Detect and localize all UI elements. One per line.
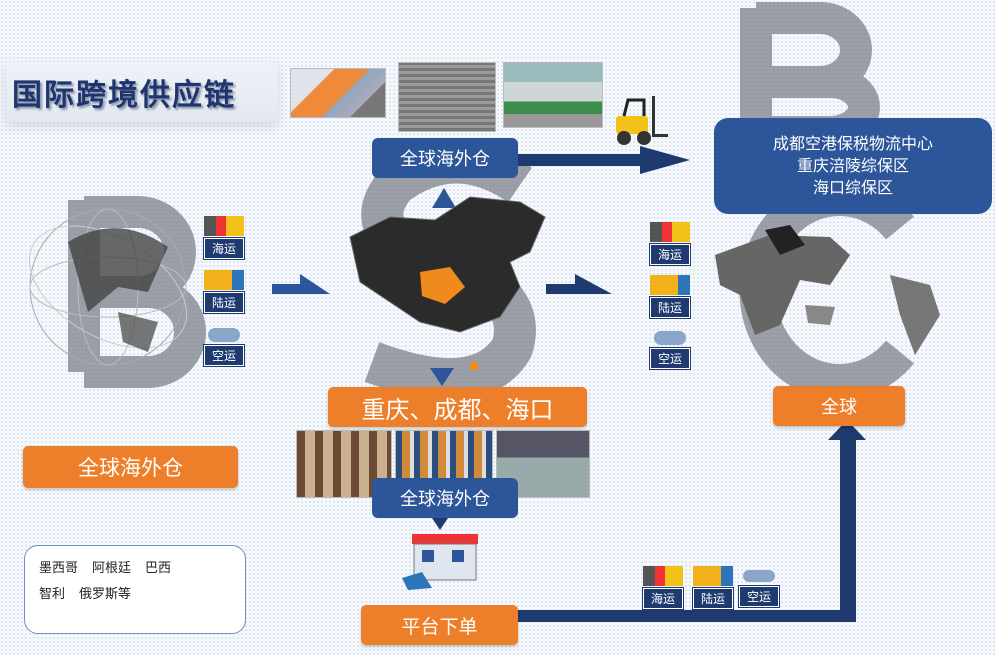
ship-icon — [650, 222, 690, 242]
warehouse-photo — [503, 62, 603, 128]
transport-sea: 海运 — [204, 216, 244, 259]
countries-box: 墨西哥阿根廷巴西 智利俄罗斯等 — [24, 545, 246, 634]
country: 墨西哥 — [39, 561, 79, 576]
transport-label: 海运 — [643, 588, 683, 609]
plane-icon — [743, 570, 775, 582]
transport-sea: 海运 — [650, 222, 690, 265]
zone-name: 成都空港保税物流中心 — [772, 134, 933, 153]
ship-icon — [204, 216, 244, 236]
transport-label: 陆运 — [204, 292, 244, 313]
online-shop-icon — [402, 534, 478, 590]
arrow-left-to-china — [272, 274, 330, 294]
country: 智利 — [39, 587, 66, 602]
transport-air: 空运 — [739, 566, 779, 607]
warehouse-photo — [398, 62, 496, 132]
transport-land: 陆运 — [693, 566, 733, 609]
zone-name: 重庆涪陵综保区 — [796, 156, 909, 175]
globe-icon — [28, 208, 188, 366]
cities-label: 重庆、成都、海口 — [328, 387, 587, 427]
transport-label: 陆运 — [650, 297, 690, 318]
country: 巴西 — [145, 561, 172, 576]
global-label: 全球 — [773, 386, 905, 426]
transport-label: 空运 — [650, 348, 690, 369]
truck-icon — [204, 270, 244, 290]
ship-icon — [643, 566, 683, 586]
truck-icon — [693, 566, 733, 586]
arrow-down-shop — [432, 518, 448, 530]
transport-label: 海运 — [204, 238, 244, 259]
left-warehouse-label: 全球海外仓 — [23, 446, 238, 488]
page-title: 国际跨境供应链 — [6, 62, 278, 122]
warehouse-photo — [290, 68, 386, 118]
transport-sea: 海运 — [643, 566, 683, 609]
country: 阿根廷 — [92, 561, 132, 576]
bonded-zones-box: 成都空港保税物流中心 重庆涪陵综保区 海口综保区 — [714, 118, 992, 214]
forklift-icon — [616, 96, 668, 145]
bottom-warehouse-box: 全球海外仓 — [372, 478, 518, 518]
truck-icon — [650, 275, 690, 295]
zone-name: 海口综保区 — [812, 178, 893, 197]
hainan-marker — [470, 362, 478, 370]
plane-icon — [208, 328, 240, 342]
arrow-china-to-global — [546, 274, 612, 294]
arrow-down — [430, 368, 454, 386]
transport-label: 空运 — [204, 345, 244, 366]
plane-icon — [654, 331, 686, 345]
order-button: 平台下单 — [361, 605, 518, 645]
transport-air: 空运 — [650, 328, 690, 369]
arrow-to-zones — [518, 146, 690, 174]
country: 俄罗斯等 — [79, 587, 132, 602]
transport-label: 海运 — [650, 244, 690, 265]
transport-land: 陆运 — [650, 275, 690, 318]
transport-label: 空运 — [739, 586, 779, 607]
world-map — [715, 225, 940, 355]
arrow-up — [432, 188, 456, 208]
transport-label: 陆运 — [693, 588, 733, 609]
transport-air: 空运 — [204, 325, 244, 366]
transport-land: 陆运 — [204, 270, 244, 313]
top-warehouse-box: 全球海外仓 — [372, 138, 518, 178]
china-map — [349, 196, 546, 333]
